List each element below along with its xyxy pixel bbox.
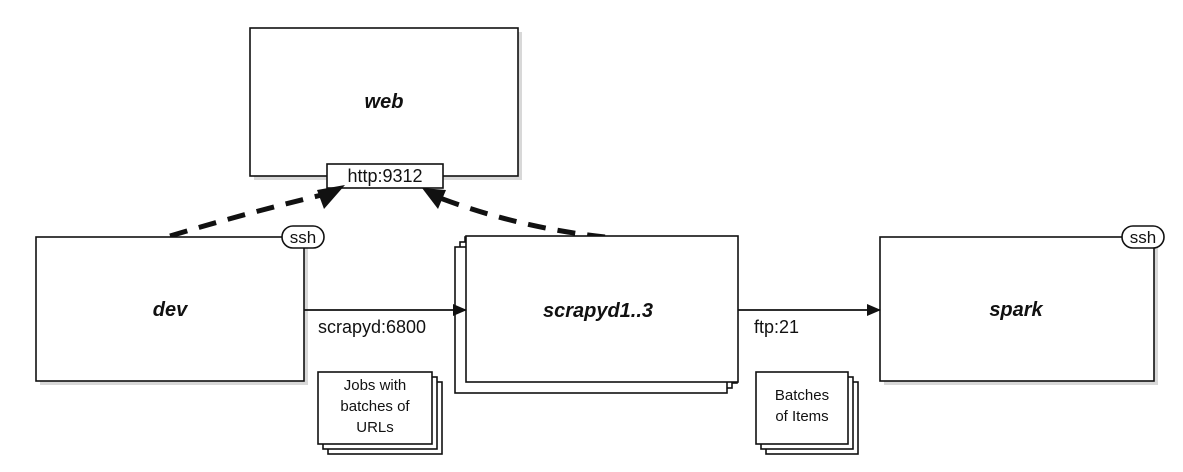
scrapyd-to-web-arrowhead [422,188,446,209]
jobs-doc-line-2: batches of [340,398,410,415]
spark-ssh-badge [1121,225,1165,249]
dev-to-web-arrowhead [317,185,345,209]
dev-node-title: dev [153,299,189,321]
jobs-document-stack: Jobs with batches of URLs [317,371,443,455]
spark-node: spark ssh [879,225,1165,385]
spark-node-title: spark [989,299,1043,321]
scrapyd-node-title: scrapyd1..3 [543,300,653,322]
scrapyd-node-stack: scrapyd1..3 [454,235,739,394]
web-node: web [249,27,522,180]
items-doc-line-1: Batches [775,387,829,404]
web-node-title: web [365,91,404,113]
scrapyd-to-spark-label: ftp:21 [754,317,799,337]
dev-ssh-badge [281,225,325,249]
dev-node: dev ssh [35,225,325,385]
spark-ssh-label: ssh [1130,228,1156,247]
dev-ssh-label: ssh [290,228,316,247]
items-doc-line-2: of Items [775,408,828,425]
dev-to-scrapyd-label: scrapyd:6800 [318,317,426,337]
web-http-port: http:9312 [326,163,444,189]
http-port-label: http:9312 [347,166,422,186]
jobs-doc-line-1: Jobs with [344,377,407,394]
items-document-stack: Batches of Items [755,371,859,455]
scrapyd-to-web-dashed-arrow [439,195,606,240]
jobs-doc-line-3: URLs [356,419,394,436]
